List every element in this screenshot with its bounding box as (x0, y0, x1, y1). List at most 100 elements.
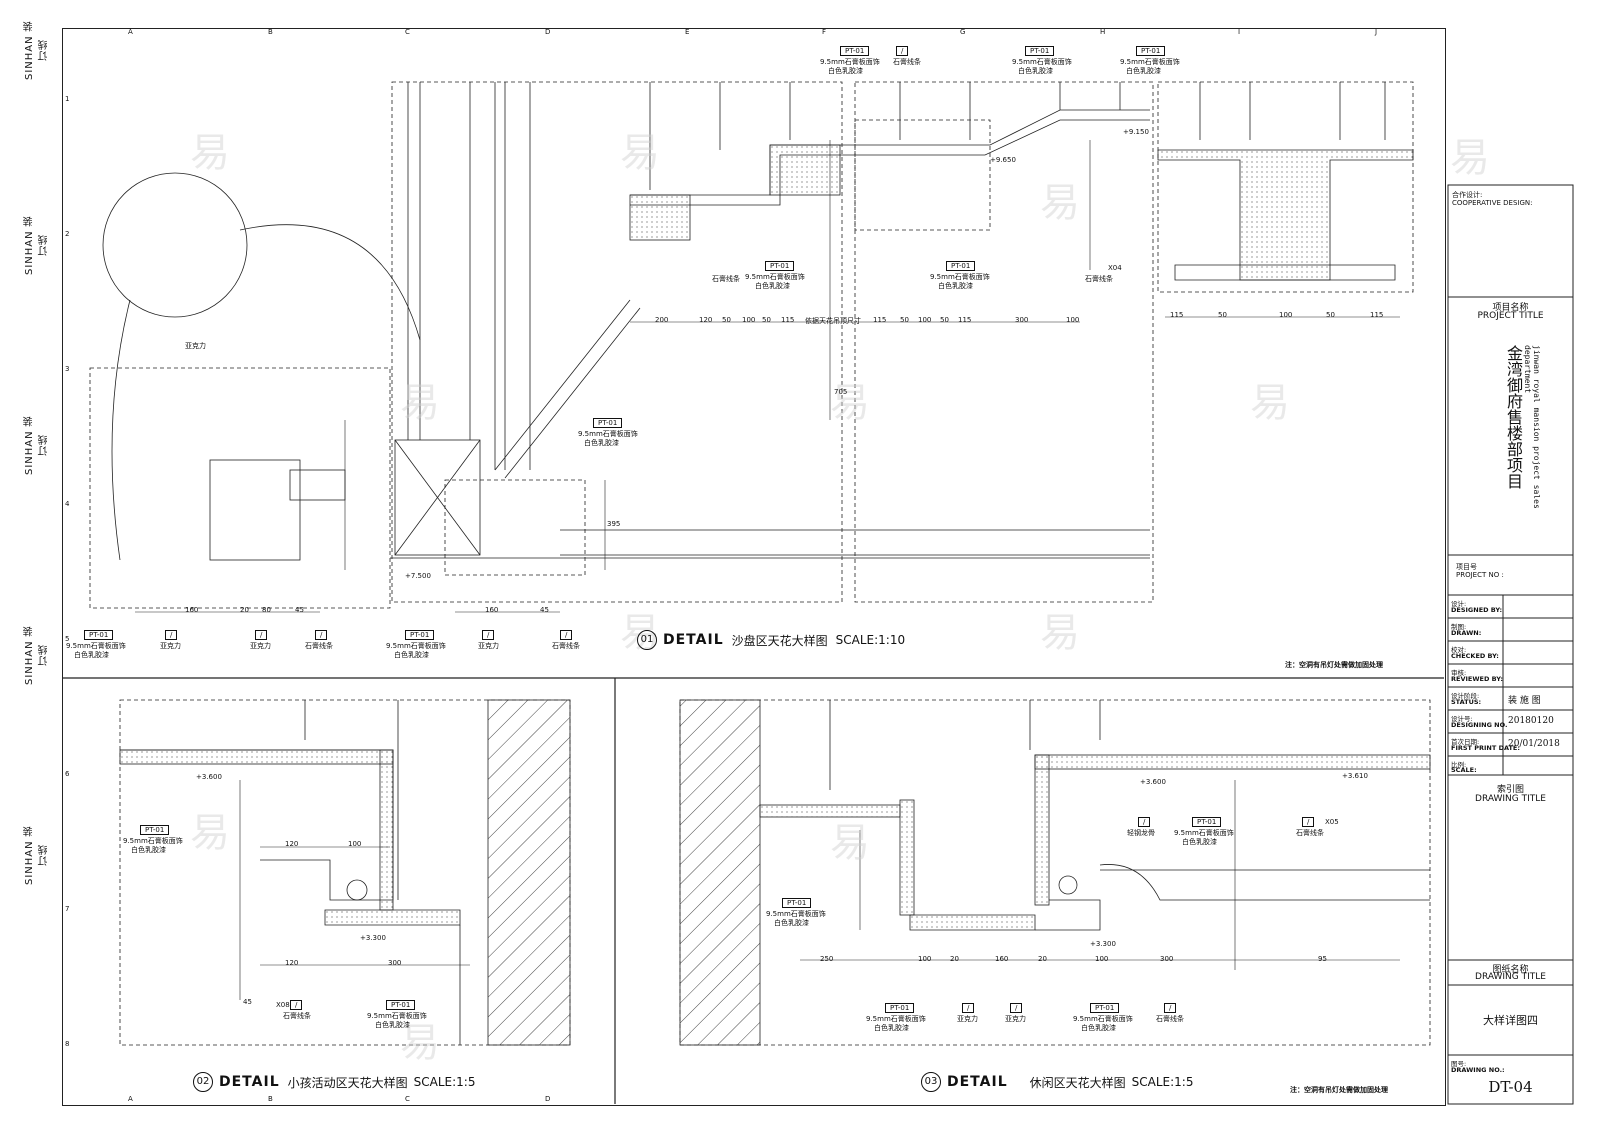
dimension: 115 (958, 316, 972, 324)
project-name-cn: 金湾御府售楼部项目 (1504, 345, 1523, 489)
grid-col: F (822, 28, 827, 36)
watermark: 易 (1250, 380, 1290, 426)
dimension: 100 (918, 955, 932, 963)
checked-en: CHECKED BY: (1451, 652, 1499, 660)
material-note: 石膏线条 (305, 642, 333, 650)
level-mark: +3.300 (360, 934, 386, 942)
material-note: 白色乳胶漆 (584, 439, 619, 447)
grid-col: A (128, 28, 133, 36)
drawing-no-value: DT-04 (1488, 1078, 1533, 1096)
dimension: 50 (940, 316, 949, 324)
watermark: 易 (1040, 610, 1080, 656)
drawing-name-en: DRAWING TITLE (1475, 972, 1546, 982)
material-note: 白色乳胶漆 (755, 282, 790, 290)
dimension: 50 (1326, 311, 1335, 319)
note: 注：空洞有吊灯处需做加固处理 (1290, 1086, 1388, 1094)
material-note: 白色乳胶漆 (1081, 1024, 1116, 1032)
dimension: 50 (762, 316, 771, 324)
index-tag: X08 (276, 1001, 290, 1009)
level-mark: +9.650 (990, 156, 1016, 164)
dimension: 50 (1218, 311, 1227, 319)
grid-row: 3 (65, 365, 70, 373)
material-note: 亚克力 (160, 642, 181, 650)
project-title-en: PROJECT TITLE (1477, 311, 1544, 321)
dimension: 160 (185, 606, 199, 614)
grid-col: B (268, 28, 273, 36)
material-tag: / (1138, 817, 1151, 827)
drawing-name-value: 大样详图四 (1483, 1014, 1538, 1027)
dimension: 50 (722, 316, 731, 324)
grid-row: 7 (65, 905, 70, 913)
detail-word: DETAIL (663, 632, 724, 648)
material-note: 9.5mm石膏板面饰 (866, 1015, 926, 1023)
reviewed-cn: 审核: (1451, 669, 1467, 677)
dimension: 115 (873, 316, 887, 324)
dimension: 20 (1038, 955, 1047, 963)
dimension: 100 (1095, 955, 1109, 963)
dimension: 250 (820, 955, 834, 963)
designing-en: DESIGNING NO. (1451, 721, 1508, 729)
dimension: 20 (240, 606, 249, 614)
watermark: 易 (400, 1020, 440, 1066)
watermark: 易 (1450, 135, 1490, 181)
detail-title-03: 03 DETAIL 休闲区天花大样图 SCALE:1:5 (921, 1072, 1193, 1092)
dimension: 300 (388, 959, 402, 967)
watermark: 易 (620, 130, 660, 176)
designed-cn: 设计: (1451, 600, 1467, 608)
material-note: 白色乳胶漆 (774, 919, 809, 927)
note: 注：空洞有吊灯处需做加固处理 (1285, 661, 1383, 669)
status-value: 装 施 图 (1508, 696, 1541, 706)
dimension: 20 (950, 955, 959, 963)
drawing-no-en: DRAWING NO.: (1451, 1066, 1505, 1074)
material-tag: / (962, 1003, 975, 1013)
watermark: 易 (1040, 180, 1080, 226)
detail-number: 01 (637, 630, 657, 650)
scale-cn: 比例: (1451, 761, 1467, 769)
dimension: 100 (742, 316, 756, 324)
dimension: 115 (1170, 311, 1184, 319)
first-print-en: FIRST PRINT DATE: (1451, 744, 1520, 752)
material-note: 白色乳胶漆 (938, 282, 973, 290)
material-note: 亚克力 (185, 342, 206, 350)
material-tag: PT-01 (405, 630, 435, 640)
index-tag: X05 (1325, 818, 1339, 826)
drawn-cn: 制图: (1451, 623, 1467, 631)
drawing-no-cn: 图号: (1451, 1060, 1467, 1068)
grid-col: D (545, 28, 551, 36)
material-note: 亚克力 (1005, 1015, 1026, 1023)
material-note: 石膏线条 (552, 642, 580, 650)
material-note: 白色乳胶漆 (1182, 838, 1217, 846)
material-note: 9.5mm石膏板面饰 (123, 837, 183, 845)
material-tag: / (1164, 1003, 1177, 1013)
material-note: 石膏线条 (283, 1012, 311, 1020)
grid-col: D (545, 1095, 551, 1103)
material-note: 9.5mm石膏板面饰 (578, 430, 638, 438)
level-mark: +3.600 (1140, 778, 1166, 786)
material-tag: PT-01 (885, 1003, 915, 1013)
dimension: 100 (1279, 311, 1293, 319)
material-tag: / (560, 630, 573, 640)
level-mark: +3.300 (1090, 940, 1116, 948)
index-en: DRAWING TITLE (1475, 794, 1546, 804)
level-mark: +9.150 (1123, 128, 1149, 136)
grid-col: C (405, 28, 410, 36)
level-mark: +7.500 (405, 572, 431, 580)
dimension: 120 (699, 316, 713, 324)
index-tag: X04 (1108, 264, 1122, 272)
project-no-cn: 项目号 (1456, 563, 1477, 571)
detail-scale: SCALE:1:5 (413, 1075, 476, 1089)
level-mark: +3.610 (1342, 772, 1368, 780)
material-tag: / (315, 630, 328, 640)
material-tag: PT-01 (1025, 46, 1055, 56)
dimension: 100 (918, 316, 932, 324)
material-tag: / (1010, 1003, 1023, 1013)
material-tag: / (482, 630, 495, 640)
designing-cn: 设计号: (1451, 715, 1473, 723)
watermark: 易 (190, 130, 230, 176)
dimension: 100 (348, 840, 362, 848)
reference-note: 依据天花吊顶尺寸 (805, 317, 861, 325)
material-note: 9.5mm石膏板面饰 (766, 910, 826, 918)
material-tag: / (290, 1000, 303, 1010)
dimension: 100 (1066, 316, 1080, 324)
grid-col: E (685, 28, 690, 36)
